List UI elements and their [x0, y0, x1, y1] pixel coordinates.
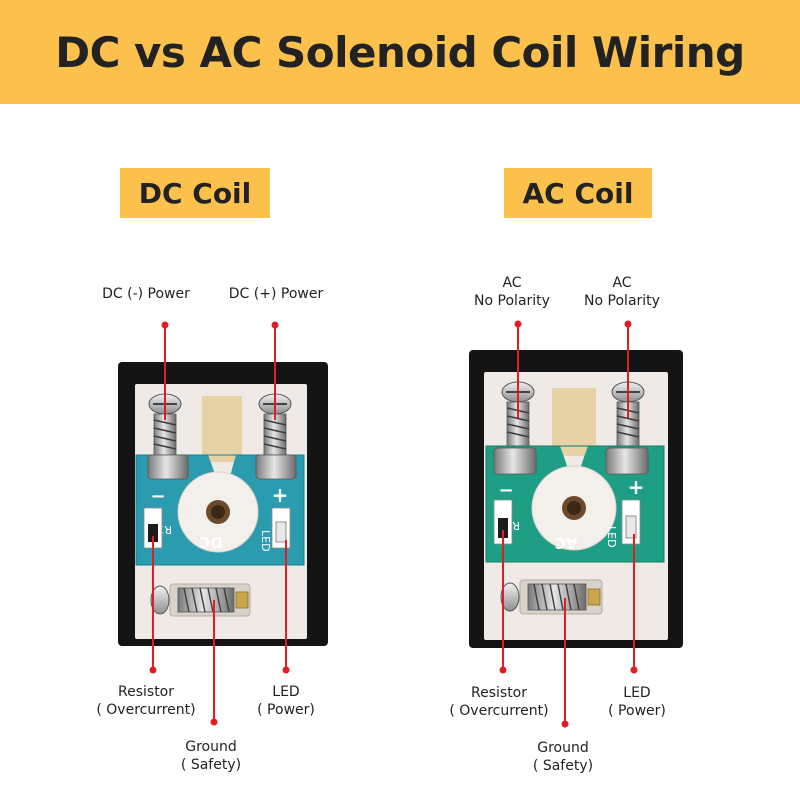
dc-ground-title: Ground [185, 739, 237, 755]
ac-pcb-minus: − [498, 480, 513, 501]
ac-pcb-outline [485, 445, 665, 563]
dc-pcb-led: LED [259, 530, 272, 552]
ac-ground-callout-dot [561, 720, 569, 728]
ac-connector: − + R1 AC LED [469, 350, 683, 648]
dc-ground-callout-dot [210, 718, 218, 726]
dc-pcb-plus: + [272, 483, 289, 507]
dc-resistor-title: Resistor [118, 684, 174, 700]
ac-left-terminal-title: AC [502, 275, 522, 291]
dc-ground-screw [150, 583, 251, 617]
dc-led-title: LED [272, 684, 300, 700]
dc-resistor-callout-dot [149, 666, 157, 674]
ac-coil-heading: AC Coil [504, 168, 652, 218]
dc-led-sub: ( Power) [257, 702, 315, 718]
ac-led-label: LED ( Power) [608, 684, 666, 720]
ac-left-terminal-sub: No Polarity [474, 293, 550, 309]
ac-left-callout-dot [514, 320, 522, 328]
ac-led-title: LED [623, 685, 651, 701]
dc-pcb-outline [135, 454, 305, 566]
ac-ground-title: Ground [537, 740, 589, 756]
ac-ground-sub: ( Safety) [532, 758, 594, 774]
ac-resistor-sub: ( Overcurrent) [449, 703, 549, 719]
dc-ground-label: Ground ( Safety) [181, 738, 241, 774]
ac-ground-screw [500, 579, 603, 615]
page-title: DC vs AC Solenoid Coil Wiring [55, 27, 745, 77]
dc-positive-power-label: DC (+) Power [228, 286, 324, 302]
ac-ground-label: Ground ( Safety) [533, 739, 593, 775]
ac-pcb-led: LED [605, 526, 618, 548]
ac-right-terminal-label: AC No Polarity [584, 274, 660, 310]
dc-right-clip [255, 454, 297, 480]
dc-ground-sub: ( Safety) [180, 757, 242, 773]
ac-callouts [499, 320, 638, 728]
ac-resistor-callout-dot [499, 666, 507, 674]
ac-resistor-label: Resistor ( Overcurrent) [449, 684, 548, 720]
ac-right-terminal-sub: No Polarity [584, 293, 660, 309]
dc-resistor [148, 524, 158, 542]
ac-right-terminal-title: AC [612, 275, 632, 291]
ac-left-terminal-label: AC No Polarity [474, 274, 550, 310]
dc-led-callout-dot [282, 666, 290, 674]
ac-pcb-type: AC [555, 534, 578, 552]
dc-coil-heading: DC Coil [120, 168, 270, 218]
ac-right-callout-dot [624, 320, 632, 328]
ac-right-clip [605, 447, 649, 475]
ac-resistor-title: Resistor [471, 685, 527, 701]
dc-callouts [149, 321, 290, 726]
dc-led-label: LED ( Power) [257, 683, 315, 719]
ac-pcb-plus: + [628, 475, 645, 499]
dc-negative-power-label: DC (-) Power [102, 286, 190, 302]
dc-positive-callout-dot [271, 321, 279, 329]
ac-led-callout-dot [630, 666, 638, 674]
dc-pcb-minus: − [150, 486, 165, 507]
ac-resistor [498, 518, 508, 538]
dc-negative-callout-dot [161, 321, 169, 329]
ac-led-sub: ( Power) [608, 703, 666, 719]
dc-resistor-sub: ( Overcurrent) [96, 702, 196, 718]
dc-pcb-type: DC [199, 533, 222, 551]
title-banner: DC vs AC Solenoid Coil Wiring [0, 0, 800, 104]
dc-center-slot [202, 396, 242, 462]
dc-led [275, 521, 287, 543]
dc-resistor-label: Resistor ( Overcurrent) [96, 683, 195, 719]
ac-left-clip [493, 447, 537, 475]
dc-left-clip [147, 454, 189, 480]
dc-connector: − + R1 DC LED [118, 362, 328, 646]
ac-center-slot [552, 388, 596, 456]
ac-led [625, 515, 637, 539]
